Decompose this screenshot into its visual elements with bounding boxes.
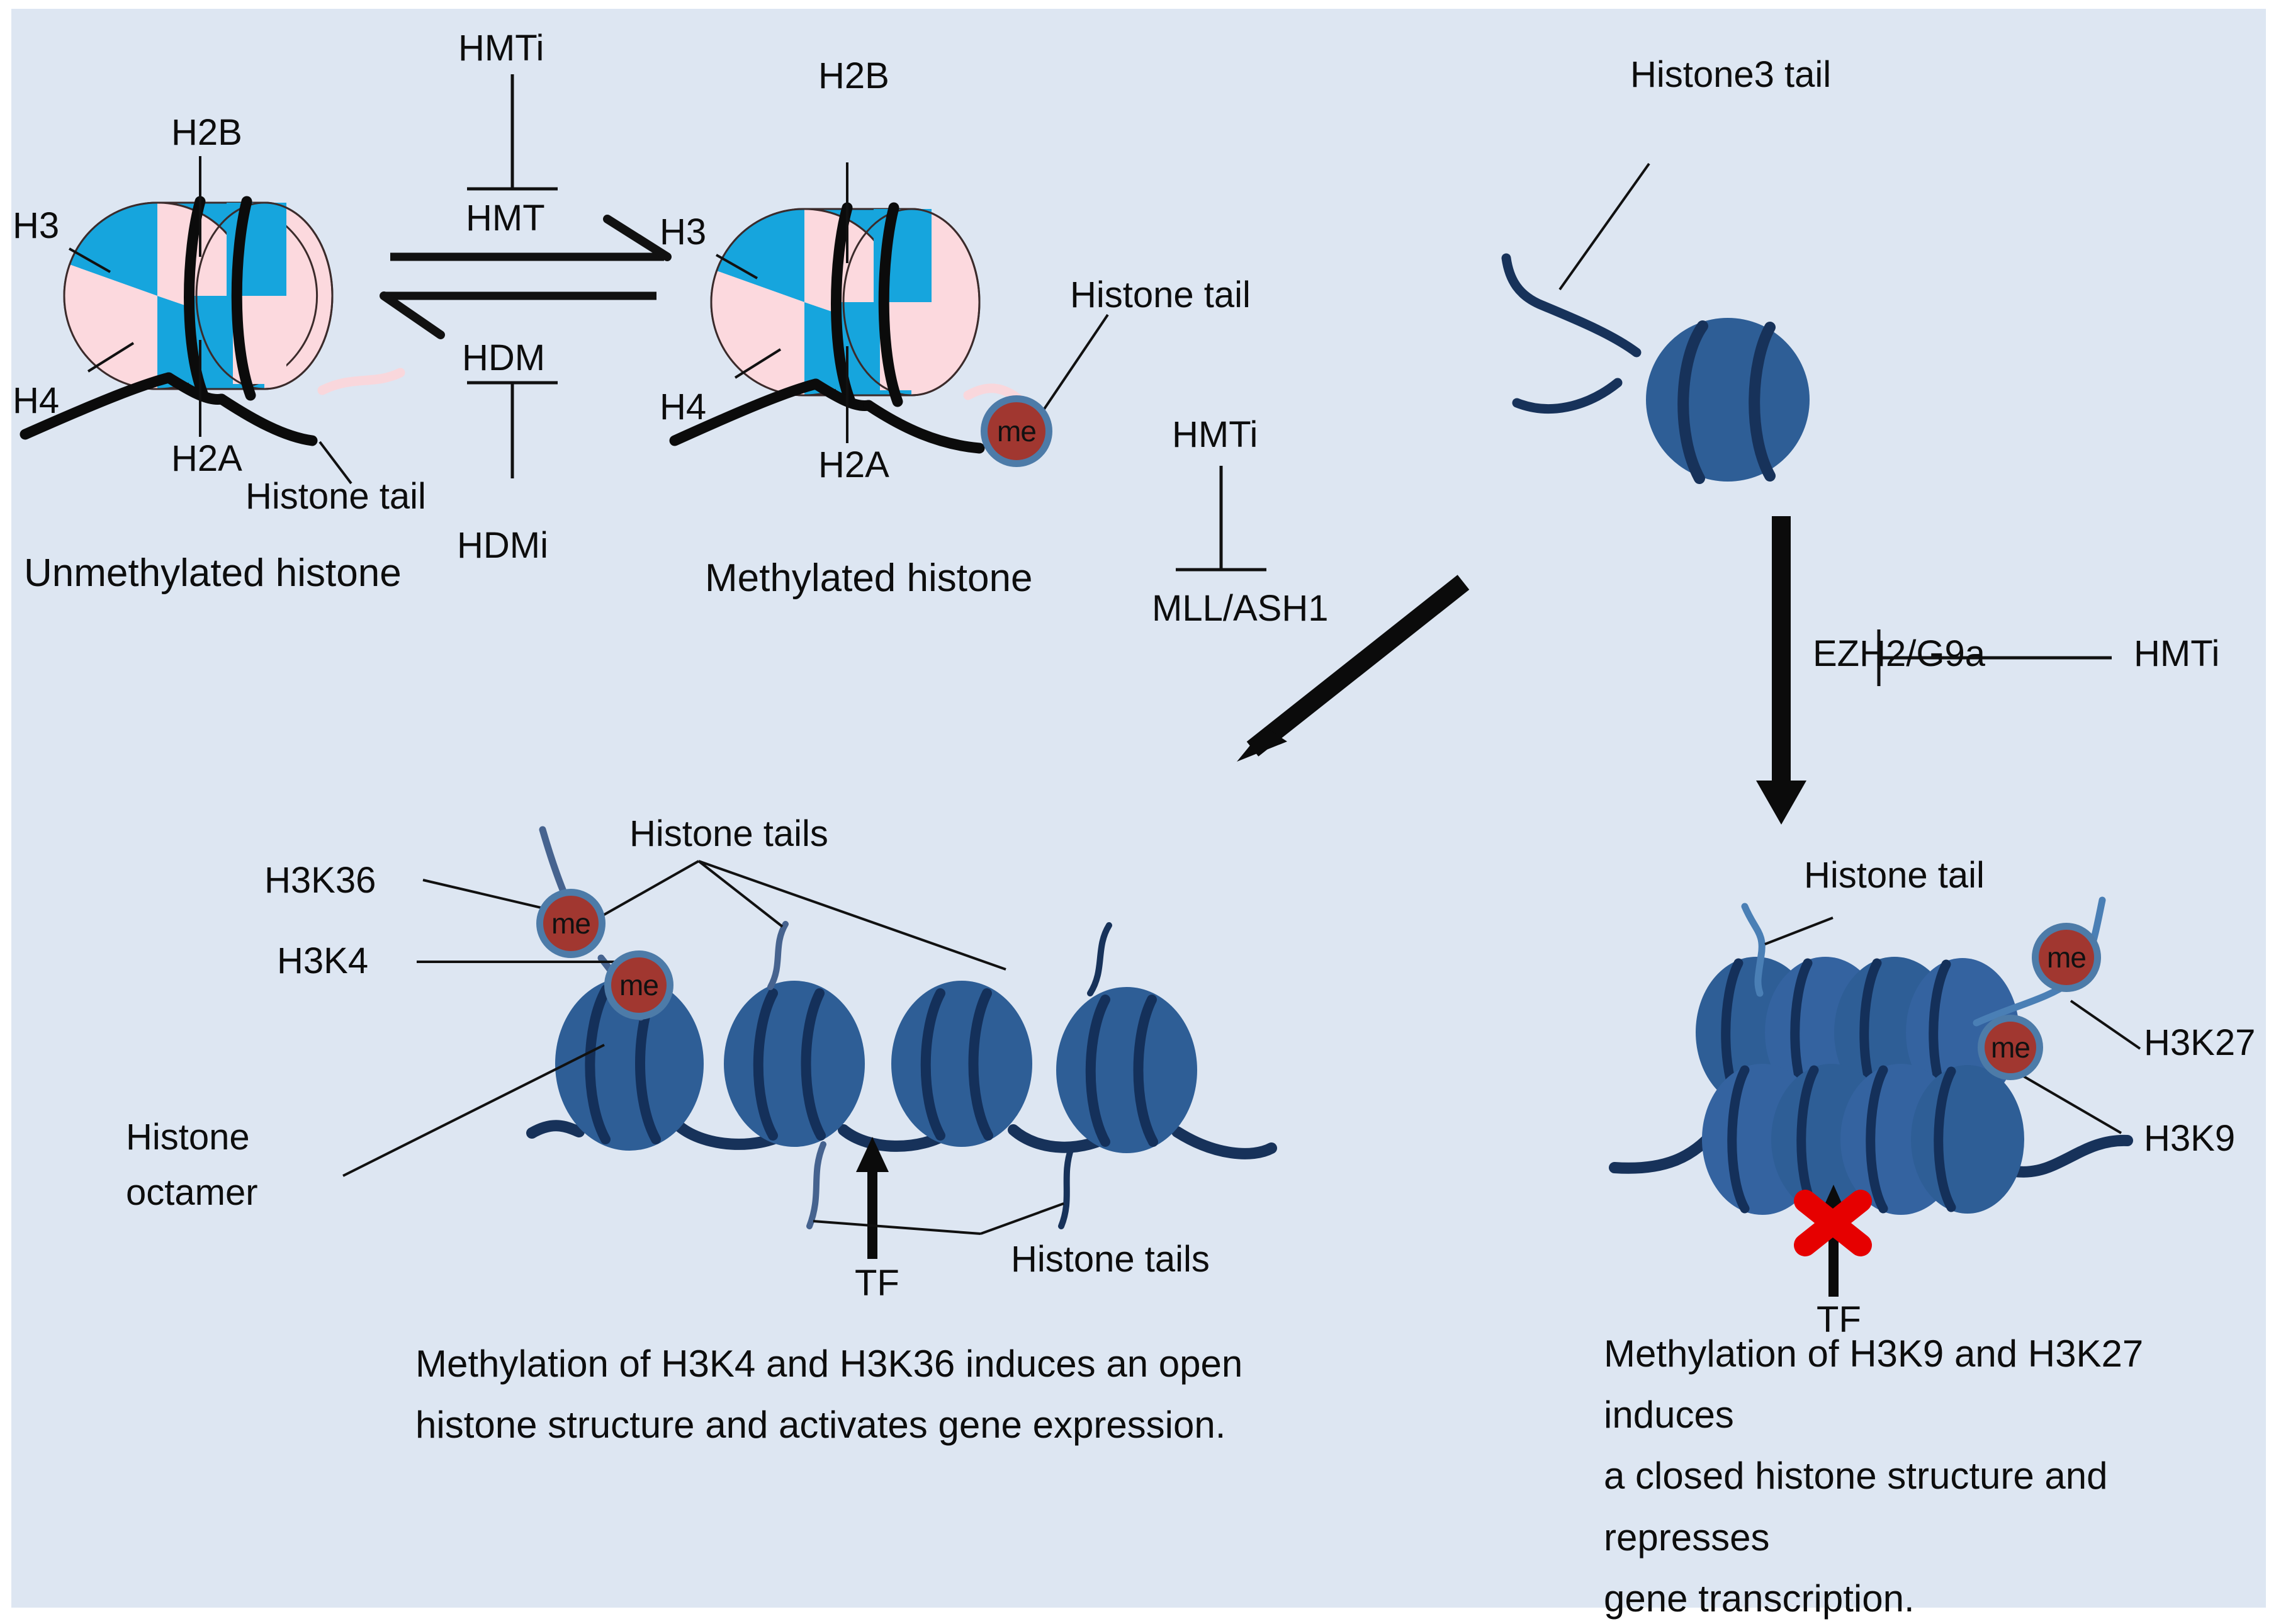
caption-closed-chromatin: Methylation of H3K9 and H3K27 induces a … <box>1604 1323 2276 1624</box>
label-hmti-mll: HMTi <box>1172 414 1258 455</box>
unmethylated-histone-octamer <box>20 196 405 446</box>
reversible-reaction-arrows <box>380 215 672 339</box>
label-histone-tails-top: Histone tails <box>629 813 828 854</box>
label-histone-tail-methylated: Histone tail <box>1070 274 1251 315</box>
hdmi-inhibition-bar <box>467 381 558 478</box>
caption-closed-line3: gene transcription. <box>1604 1577 1915 1620</box>
caption-open-line2: histone structure and activates gene exp… <box>415 1404 1226 1446</box>
hmti-inhibition-bar <box>467 74 558 191</box>
open-chromatin-leader-lines <box>342 860 1064 1235</box>
me-badge-methylated-histone: me <box>981 395 1052 467</box>
label-tf-open: TF <box>855 1263 899 1304</box>
arrow-to-open-chromatin <box>1237 575 1470 762</box>
label-hdmi: HDMi <box>457 525 548 566</box>
me-badge-h3k27: me <box>2032 923 2101 992</box>
me-badge-h3k9: me <box>1978 1015 2043 1080</box>
me-badge-h3k36: me <box>536 889 606 958</box>
label-hmt: HMT <box>466 198 545 239</box>
label-h4-unmethylated: H4 <box>13 380 60 421</box>
me-badge-h3k4: me <box>604 950 673 1020</box>
closed-chromatin-structure <box>1609 896 2133 1297</box>
methylated-leader-lines <box>716 162 1109 443</box>
label-h4-methylated: H4 <box>660 386 707 427</box>
label-h2a-methylated: H2A <box>818 444 889 485</box>
caption-methylated-histone: Methylated histone <box>705 556 1033 600</box>
ezh2-g9a-inhibition-bar <box>1877 629 2112 686</box>
mll-ash1-inhibition-bar <box>1176 466 1266 572</box>
label-histone-octamer-line1: Histone <box>126 1117 250 1158</box>
caption-open-chromatin: Methylation of H3K4 and H3K36 induces an… <box>415 1333 1242 1455</box>
label-h2a-unmethylated: H2A <box>171 438 242 479</box>
label-hmti-top: HMTi <box>458 28 544 69</box>
open-chromatin-structure <box>526 826 1277 1259</box>
methylated-histone-octamer <box>669 202 1035 454</box>
histone3-tail-leader <box>1558 162 1650 291</box>
label-h3k4: H3K4 <box>277 940 369 981</box>
label-histone-tail-closed: Histone tail <box>1804 855 1985 896</box>
caption-closed-line1: Methylation of H3K9 and H3K27 induces <box>1604 1333 2144 1436</box>
closed-chromatin-leader-lines <box>1764 916 2141 1134</box>
label-h2b-methylated: H2B <box>818 55 889 96</box>
label-hdm: HDM <box>462 337 546 378</box>
label-hmti-ezh2: HMTi <box>2134 633 2220 674</box>
single-nucleosome-histone3-tail <box>1501 253 1810 484</box>
label-h3k9: H3K9 <box>2144 1118 2236 1159</box>
caption-closed-line2: a closed histone structure and represses <box>1604 1455 2108 1559</box>
label-h3k36: H3K36 <box>264 860 376 901</box>
label-h3-unmethylated: H3 <box>13 205 60 246</box>
label-h3k27: H3K27 <box>2144 1022 2256 1063</box>
label-histone-tail-unmethylated: Histone tail <box>245 476 426 517</box>
label-ezh2-g9a: EZH2/G9a <box>1813 633 1985 674</box>
figure-background-plate <box>11 9 2266 1608</box>
caption-open-line1: Methylation of H3K4 and H3K36 induces an… <box>415 1343 1243 1385</box>
unmethylated-leader-lines <box>69 156 352 485</box>
label-histone3-tail: Histone3 tail <box>1630 54 1832 95</box>
label-mll-ash1: MLL/ASH1 <box>1152 588 1329 629</box>
label-histone-octamer-line2: octamer <box>126 1172 258 1213</box>
caption-unmethylated-histone: Unmethylated histone <box>24 551 402 595</box>
label-tf-closed: TF <box>1817 1299 1861 1340</box>
label-h3-methylated: H3 <box>660 211 707 252</box>
label-h2b-unmethylated: H2B <box>171 112 242 153</box>
label-histone-tails-bottom: Histone tails <box>1011 1239 1210 1280</box>
arrow-to-closed-chromatin <box>1756 516 1806 825</box>
